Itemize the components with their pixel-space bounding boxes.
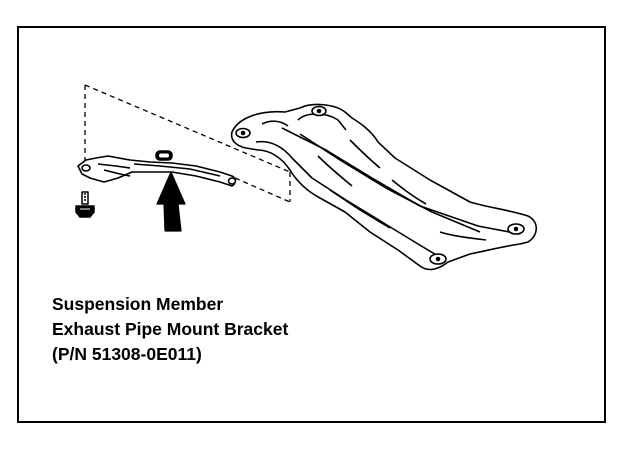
- exploded-view-guide-lines: [84, 84, 291, 203]
- caption-part-name: Suspension Member: [52, 294, 224, 314]
- suspension-diagram: [75, 84, 538, 271]
- diagram-caption: Suspension Member Exhaust Pipe Mount Bra…: [52, 292, 288, 367]
- suspension-member-icon: [230, 103, 538, 271]
- up-arrow-icon: [156, 171, 186, 232]
- caption-part-detail: Exhaust Pipe Mount Bracket: [52, 319, 289, 339]
- diagram-frame: [17, 26, 606, 423]
- exhaust-bracket-icon: [77, 150, 237, 187]
- bolt-icon: [75, 191, 95, 218]
- caption-part-number: (P/N 51308-0E011): [52, 344, 202, 364]
